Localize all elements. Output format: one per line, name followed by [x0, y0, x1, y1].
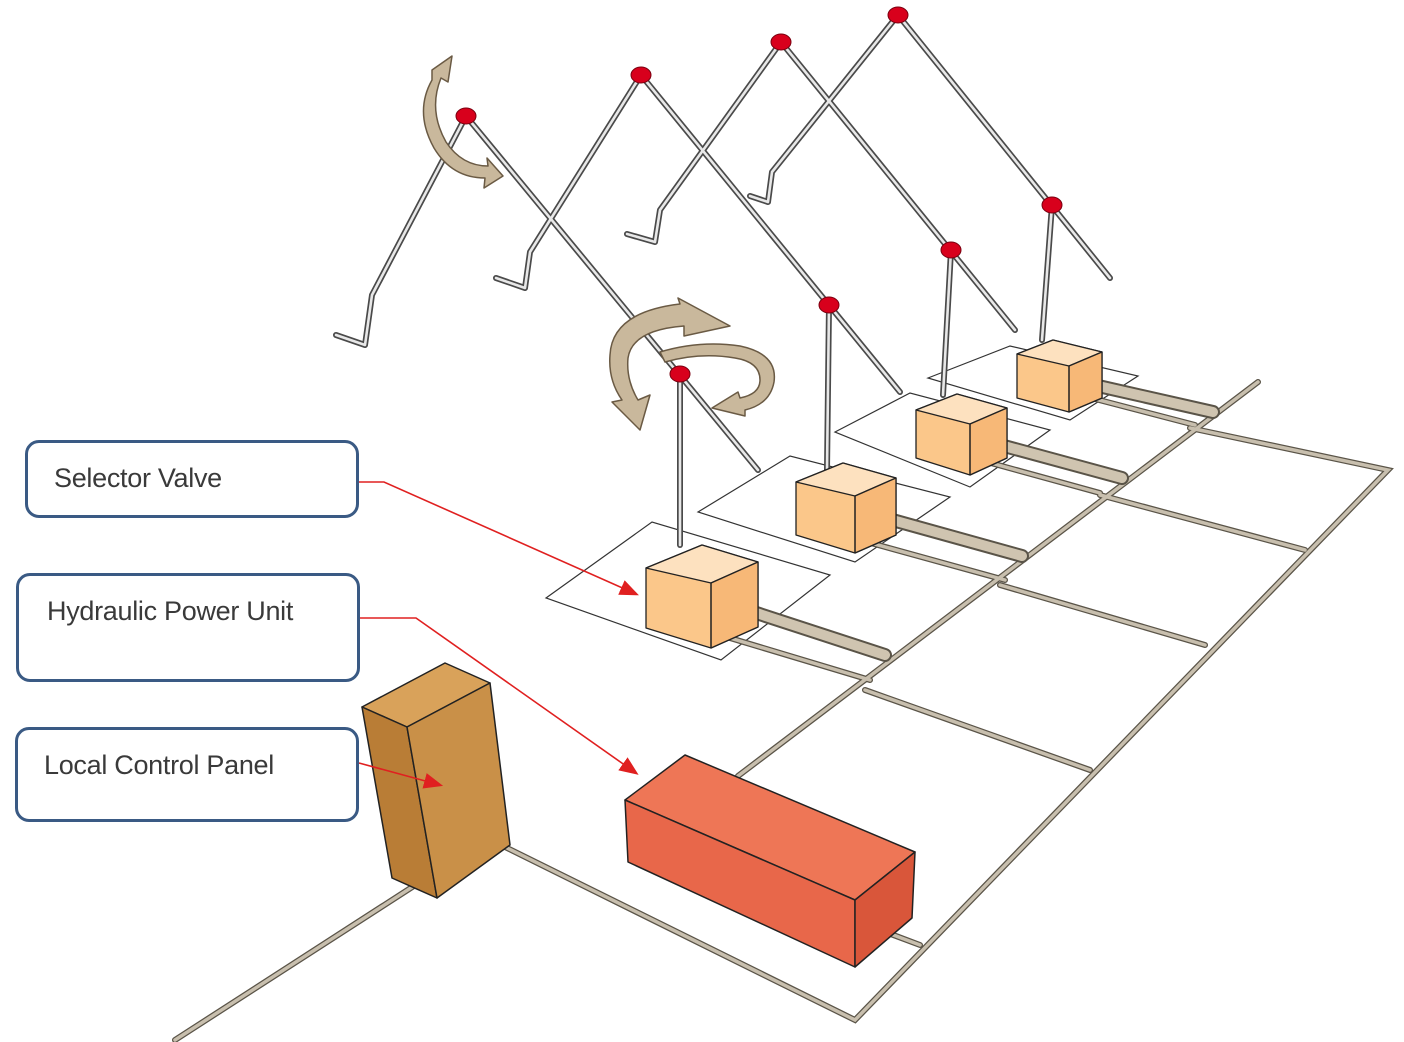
- boom-structures: [333, 12, 1113, 548]
- pivot-dot: [1041, 196, 1063, 214]
- lcp-leader: [358, 762, 444, 789]
- hydraulic-power-unit-label: Hydraulic Power Unit: [47, 596, 294, 626]
- leader-lines: [358, 481, 639, 789]
- selector-valve-callout: Selector Valve: [25, 440, 359, 518]
- pivot-dot: [630, 66, 652, 84]
- selector-valve-box-2: [795, 462, 897, 554]
- selector-valve-box-3: [915, 393, 1008, 476]
- pivot-dot: [770, 33, 792, 51]
- rotate-arrow-lower-icon: [659, 343, 776, 417]
- pivot-dot: [887, 6, 909, 24]
- pivot-dot: [455, 107, 477, 125]
- local-control-panel-callout: Local Control Panel: [15, 727, 359, 822]
- pipe-grid: [172, 376, 1394, 1042]
- pivot-dots: [455, 6, 1063, 383]
- pivot-dot: [940, 241, 962, 259]
- hpu-leader: [360, 617, 639, 775]
- selector-valves: [645, 339, 1103, 649]
- hydraulic-power-unit: [624, 754, 916, 968]
- rotate-arrow-upper-icon: [609, 297, 731, 431]
- rotation-arrows: [422, 55, 776, 431]
- selector-valve-label: Selector Valve: [54, 463, 222, 493]
- selector-valve-leader: [359, 481, 639, 596]
- selector-valve-box-1: [645, 544, 759, 649]
- pivot-dot: [669, 365, 691, 383]
- local-control-panel-label: Local Control Panel: [44, 750, 274, 780]
- boom-1: [333, 113, 761, 473]
- pivot-dot: [818, 296, 840, 314]
- tilt-arrow-icon: [422, 55, 504, 189]
- local-control-panel: [361, 662, 511, 899]
- selector-valve-box-4: [1016, 339, 1103, 413]
- hydraulic-power-unit-callout: Hydraulic Power Unit: [16, 573, 360, 682]
